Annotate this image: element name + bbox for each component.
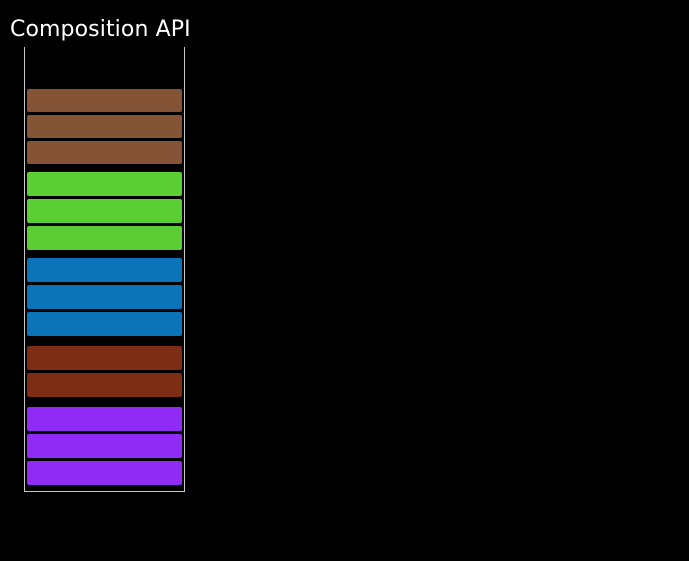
composition-block[interactable]: [26, 140, 183, 165]
composition-block[interactable]: [26, 433, 183, 459]
composition-block[interactable]: [26, 257, 183, 283]
composition-block[interactable]: [26, 198, 183, 224]
composition-block[interactable]: [26, 88, 183, 113]
composition-block[interactable]: [26, 225, 183, 251]
composition-block[interactable]: [26, 171, 183, 197]
page-title: Composition API: [10, 17, 191, 42]
composition-block[interactable]: [26, 284, 183, 310]
composition-block[interactable]: [26, 372, 183, 398]
composition-block[interactable]: [26, 406, 183, 432]
composition-block[interactable]: [26, 311, 183, 337]
composition-block[interactable]: [26, 460, 183, 486]
composition-block[interactable]: [26, 114, 183, 139]
container-top-gap: [23, 42, 186, 47]
composition-block[interactable]: [26, 345, 183, 371]
